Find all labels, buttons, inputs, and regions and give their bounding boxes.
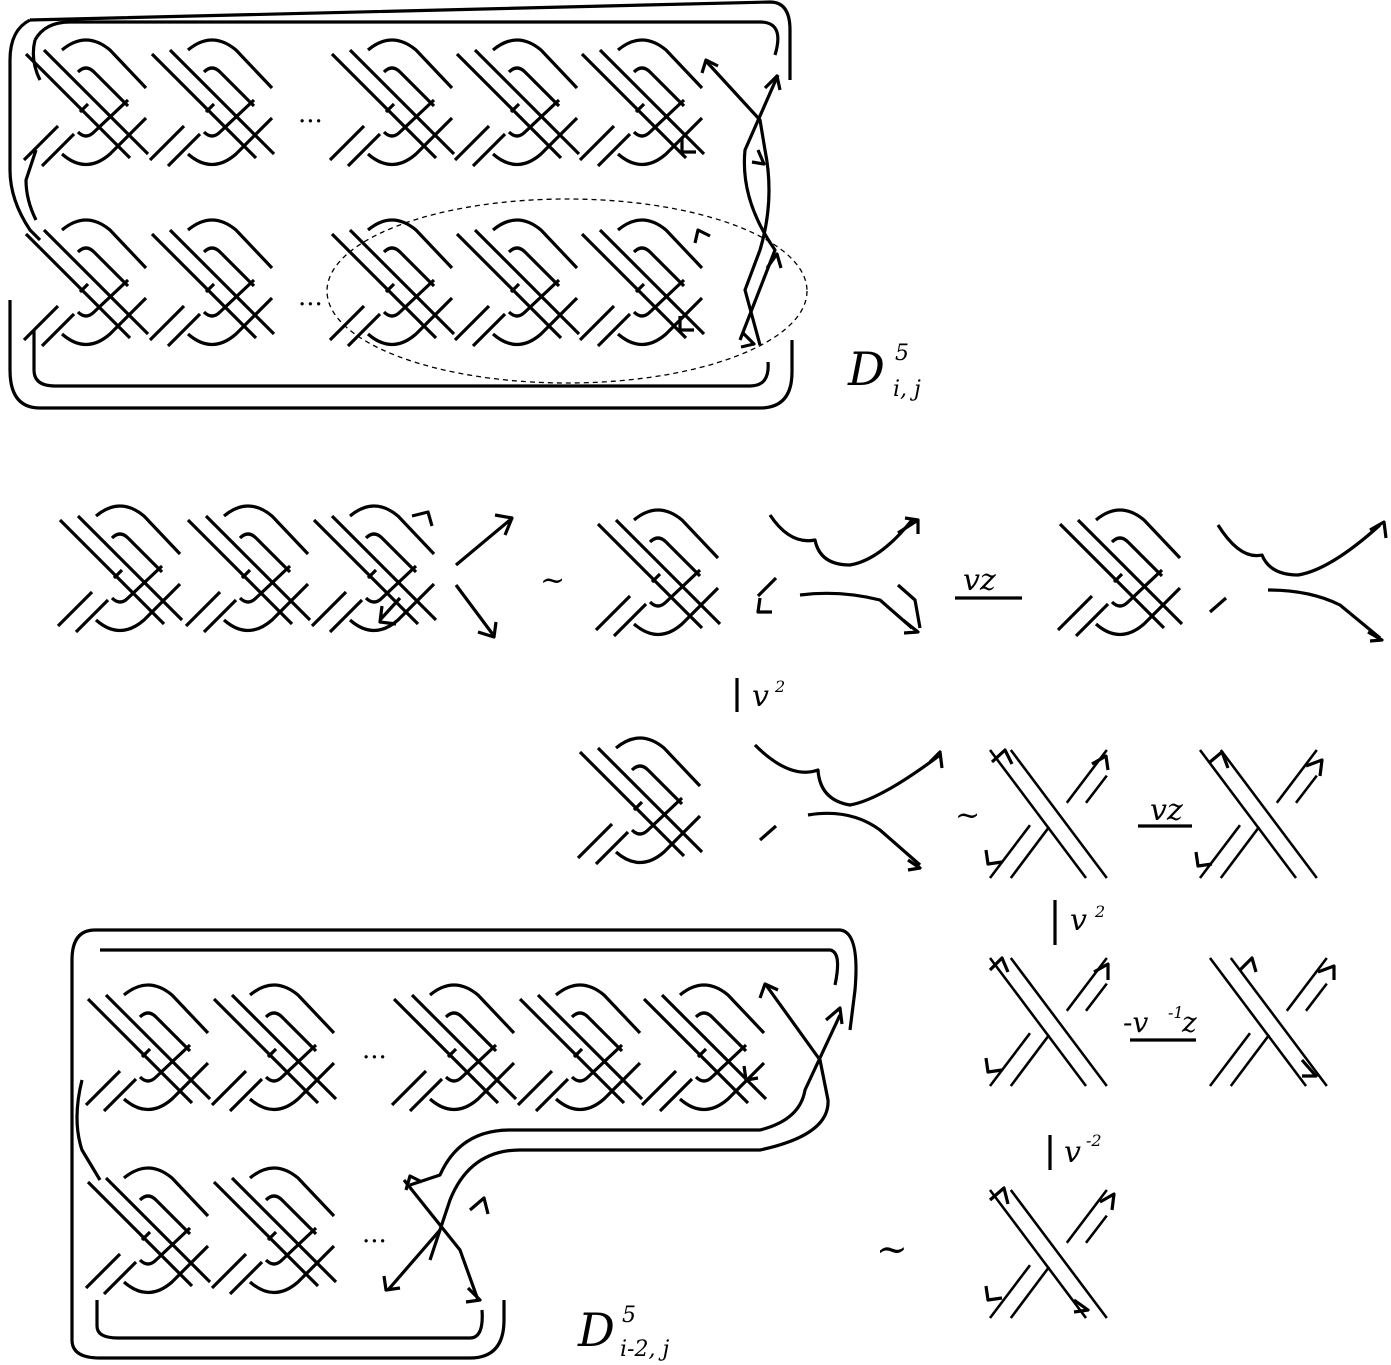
coef-neg-exp: -1: [1168, 1003, 1184, 1022]
coef-vz-1: vz: [963, 563, 996, 598]
skein-row-3: -v -1 z: [984, 956, 1336, 1088]
top-link-diagram: ... ... D 5 i, j: [8, 0, 921, 410]
ellipsis-bottom-row1: ...: [362, 1035, 387, 1065]
v2-step-1: v 2: [735, 677, 785, 714]
label-bottom-D: D: [577, 1303, 615, 1357]
coef-neg-z: z: [1181, 1006, 1197, 1039]
label-top-sub: i, j: [893, 377, 921, 402]
equiv-2: ~: [955, 798, 980, 833]
coef-vm2-exp: -2: [1086, 1131, 1102, 1150]
v2-step-2: v 2: [1053, 900, 1105, 945]
label-top-sup: 5: [895, 341, 909, 366]
coef-v2-2-exp: 2: [1094, 902, 1105, 921]
skein-row-1: ~ vz: [56, 504, 1388, 643]
coef-vm2-base: v: [1064, 1135, 1081, 1170]
label-bottom-sub: i-2, j: [620, 1337, 669, 1362]
top-left-band-outer: [8, 18, 42, 242]
coef-neg-v: -v: [1123, 1006, 1148, 1039]
coef-vz-2: vz: [1150, 793, 1183, 828]
coef-v2-2-base: v: [1070, 903, 1087, 938]
vm2-step: v -2: [1048, 1131, 1102, 1170]
equiv-3: ~: [876, 1227, 908, 1271]
ellipsis-top-row1: ...: [298, 99, 323, 129]
skein-row-4: ~: [876, 1186, 1116, 1320]
label-top-D: D: [847, 342, 885, 396]
ellipsis-top-row2: ...: [298, 282, 323, 312]
skein-row-2: ~ vz: [576, 736, 1324, 880]
highlight-ellipse: [326, 198, 808, 384]
label-bottom-sup: 5: [622, 1303, 636, 1328]
coef-v2-1-exp: 2: [774, 677, 785, 696]
ellipsis-bottom-row2: ...: [362, 1219, 387, 1249]
coef-v2-1-base: v: [752, 679, 769, 714]
bottom-link-diagram: ... ... D 5 i-2, j: [70, 928, 858, 1362]
equiv-1: ~: [540, 563, 565, 598]
